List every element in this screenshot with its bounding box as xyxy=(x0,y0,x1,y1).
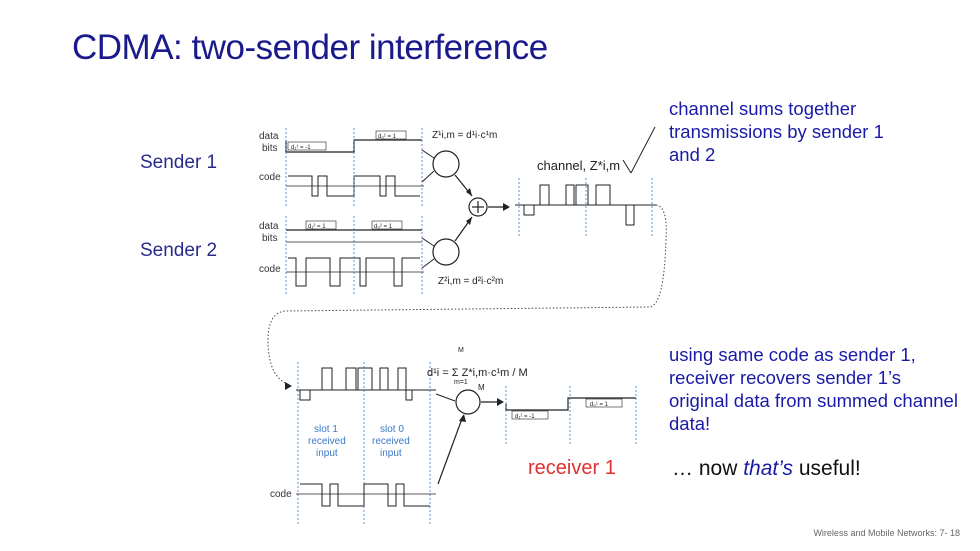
slot1-label-line3: input xyxy=(316,448,338,459)
sender-2-label: Sender 2 xyxy=(140,240,218,261)
s2-data-label: data xyxy=(259,221,279,232)
s2-to-sum-arrowhead xyxy=(466,217,472,225)
rx-code-waveform xyxy=(300,483,430,507)
s2-bit1-label: d₁² = 1 xyxy=(308,224,326,230)
s2-bits-label: bits xyxy=(262,233,278,244)
s1-code-arrow xyxy=(421,170,435,183)
s1-code-label: code xyxy=(259,172,281,183)
s1-bits-label: bits xyxy=(262,143,278,154)
s2-multiplier xyxy=(432,238,460,266)
decode-formula: d¹i = Σ Z*i,m·c¹m / M xyxy=(427,367,528,379)
channel-note-pointer xyxy=(630,126,656,174)
channel-to-receiver-path xyxy=(267,204,667,386)
useful-emphasis: that’s xyxy=(743,457,794,480)
out-bit1-label: d₁¹ = -1 xyxy=(515,414,535,420)
rx-channel-waveform xyxy=(299,367,430,401)
rx-correlator xyxy=(455,389,481,415)
rx-code-label: code xyxy=(270,489,292,500)
out-bit1-box xyxy=(511,410,549,420)
rx-code-arrow xyxy=(437,415,464,485)
s1-multiplier xyxy=(432,150,460,178)
slot0-label-line1: slot 0 xyxy=(380,424,404,435)
s2-bit1-box xyxy=(305,220,337,230)
slot0-label-line3: input xyxy=(380,448,402,459)
out-bit0-label: d₀¹ = 1 xyxy=(590,402,609,408)
s1-bit0-label: d₀¹ = 1 xyxy=(378,134,397,140)
s2-bit0-box xyxy=(371,220,403,230)
s1-data-arrow xyxy=(421,149,435,159)
rx-output-arrowhead xyxy=(497,398,504,406)
slot0-label-line2: received xyxy=(372,436,410,447)
recovery-note: using same code as sender 1, receiver re… xyxy=(669,344,958,434)
rx-channel-arrow xyxy=(435,393,456,402)
s1-bit1-box xyxy=(287,141,327,151)
sum-to-channel-arrowhead xyxy=(503,203,510,211)
channel-waveform xyxy=(523,184,652,226)
sender-1-label: Sender 1 xyxy=(140,152,218,173)
s2-bit0-label: d₀² = 1 xyxy=(374,224,393,230)
s1-data-label: data xyxy=(259,131,279,142)
channel-label: channel, Z*i,m xyxy=(537,158,620,173)
s2-code-label: code xyxy=(259,264,281,275)
rx-code-arrowhead xyxy=(459,414,466,422)
slide-title: CDMA: two-sender interference xyxy=(72,28,548,67)
decode-divisor: M xyxy=(478,383,485,392)
sum-lower-limit: m=1 xyxy=(454,379,468,386)
z1-formula: Z¹i,m = d¹i·c¹m xyxy=(432,130,497,141)
s1-bit0-box xyxy=(375,130,407,140)
s1-bit1-label: d₁¹ = -1 xyxy=(291,145,311,151)
s2-data-arrow xyxy=(421,237,435,247)
z2-formula: Z²i,m = d²i·c²m xyxy=(438,276,503,287)
s2-code-waveform xyxy=(288,257,420,287)
slot1-label-line1: slot 1 xyxy=(314,424,338,435)
sum-upper-limit: M xyxy=(458,347,464,354)
useful-note: … now that’s useful! xyxy=(672,457,861,481)
out-bit0-box xyxy=(585,398,623,408)
useful-post: useful! xyxy=(793,457,861,480)
channel-pointer xyxy=(622,159,632,174)
channel-to-receiver-arrowhead xyxy=(285,382,292,390)
channel-note: channel sums together transmissions by s… xyxy=(669,98,884,165)
slide-footer: Wireless and Mobile Networks: 7- 18 xyxy=(813,528,960,538)
s2-code-arrow xyxy=(421,258,435,269)
useful-pre: … now xyxy=(672,457,744,480)
slot1-label-line2: received xyxy=(308,436,346,447)
s1-to-sum-arrowhead xyxy=(466,188,472,196)
receiver-label: receiver 1 xyxy=(528,457,616,479)
